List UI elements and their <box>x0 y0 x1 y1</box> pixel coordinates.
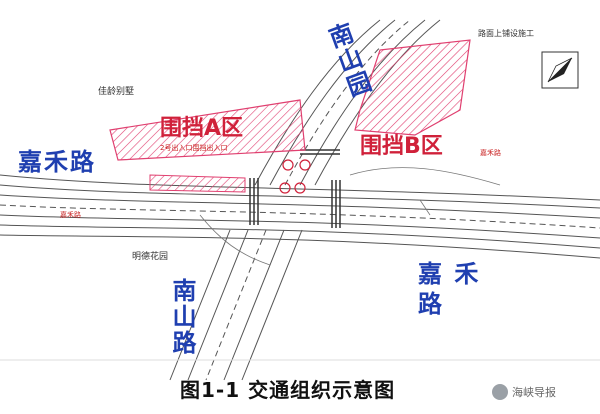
figure-caption: 图1-1 交通组织示意图 <box>180 378 396 402</box>
zone-b-label: 围挡B区 <box>360 134 443 159</box>
watermark-text: 海峡导报 <box>512 386 556 399</box>
road-label-jiahe-right-top: 嘉 禾 <box>418 260 481 288</box>
watermark-logo-icon <box>492 384 508 400</box>
crosswalks <box>249 149 341 228</box>
top-right-note: 路面上铺设施工 <box>478 29 534 38</box>
place-label-jiayu-villa: 佳龄别墅 <box>98 87 135 97</box>
zone-a-area <box>109 99 306 161</box>
road-markings <box>199 167 501 266</box>
road-label-jiahe-right-bottom: 路 <box>418 290 444 318</box>
zone-a-strip <box>149 174 246 193</box>
ns-road-south <box>169 229 303 381</box>
zone-a-label: 围挡A区 <box>160 116 244 141</box>
small-label-jiahe-right: 嘉禾路 <box>480 149 501 157</box>
north-arrow-icon <box>541 51 579 89</box>
traffic-signs <box>279 159 311 194</box>
road-label-nanshan-yuan: 南山园 <box>322 20 375 104</box>
small-label-jiahe-left: 嘉禾路 <box>60 211 81 219</box>
ew-road <box>0 174 600 259</box>
zone-a-note: 2号出入口围挡出入口 <box>160 144 228 152</box>
road-label-nanshan-bottom: 南山路 <box>168 278 196 356</box>
road-label-jiahe-left: 嘉禾路 <box>18 148 96 176</box>
place-label-mingde-garden: 明德花园 <box>132 252 169 262</box>
zone-b-area <box>354 39 471 136</box>
